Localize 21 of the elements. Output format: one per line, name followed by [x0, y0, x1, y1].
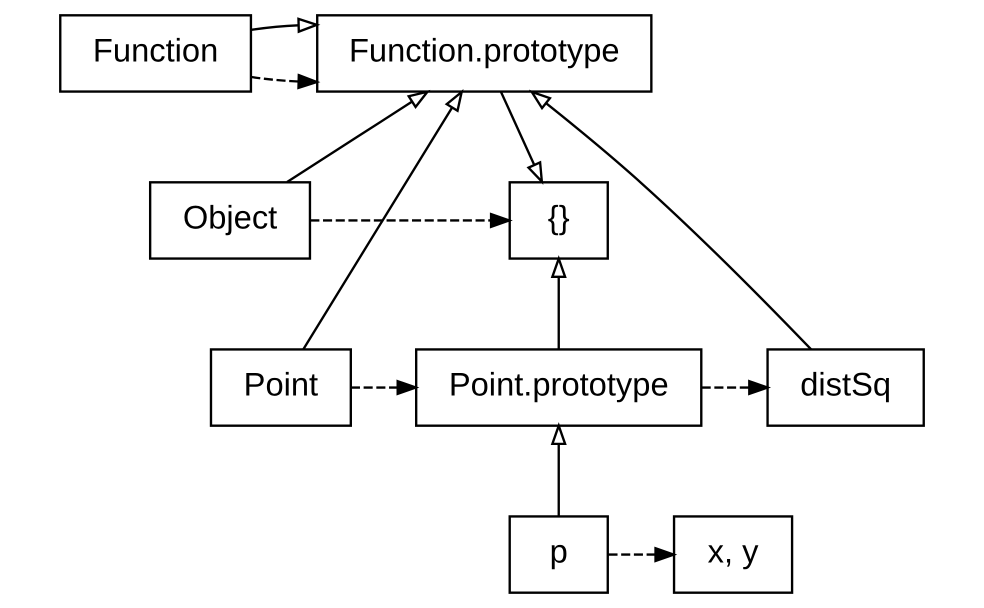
arrow — [251, 17, 320, 34]
arrow — [251, 73, 320, 90]
arrow — [702, 380, 772, 396]
node-box: Point.prototype — [415, 348, 702, 427]
node-box: Function.prototype — [316, 14, 653, 93]
node-box: {} — [508, 181, 609, 260]
arrow — [350, 380, 420, 396]
node-box: Object — [148, 181, 312, 260]
arrow — [500, 91, 544, 185]
node-box: Point — [210, 348, 352, 427]
node-box: distSq — [766, 348, 925, 427]
arrow — [608, 546, 678, 563]
arrow — [528, 90, 812, 350]
arrow — [550, 255, 567, 349]
node-box: Function — [59, 14, 252, 93]
arrow — [302, 88, 464, 350]
arrow — [550, 422, 567, 516]
node-box: p — [508, 515, 609, 594]
node-box: x, y — [672, 515, 794, 594]
arrow — [286, 90, 430, 183]
arrow — [310, 212, 513, 228]
